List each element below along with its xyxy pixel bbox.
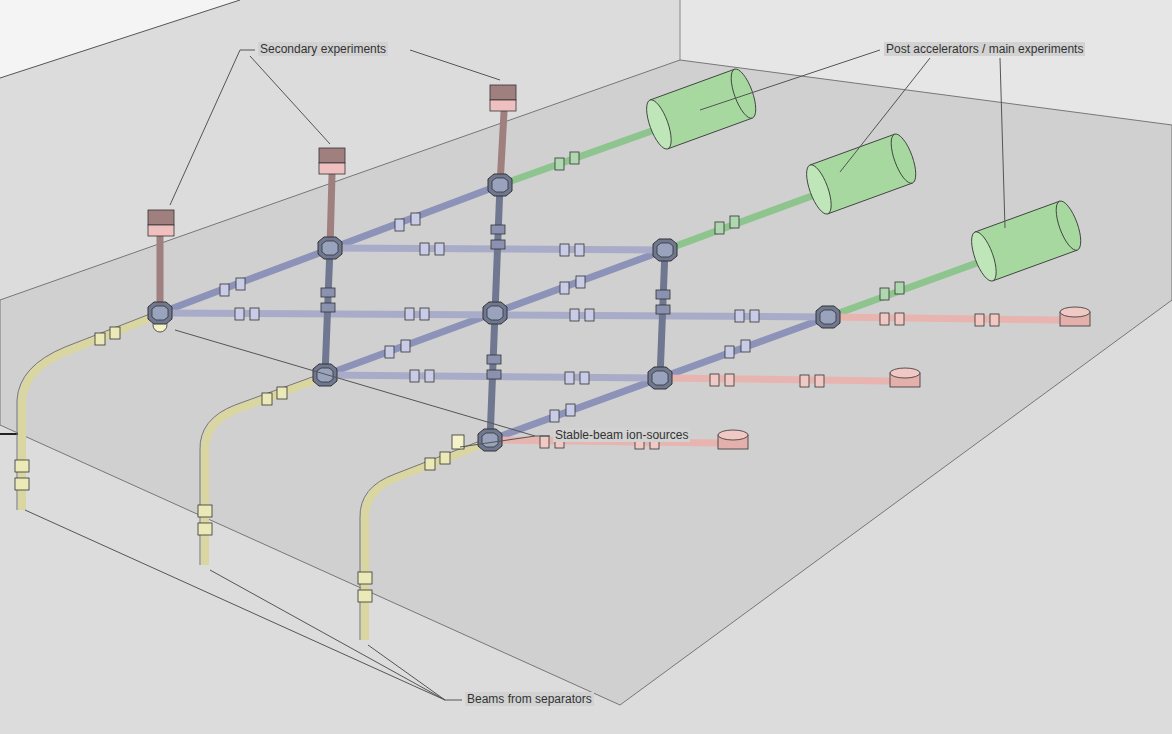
leader-lines [25, 50, 1005, 700]
callout-label: Beams from separators [465, 692, 594, 706]
callout-label: Post accelerators / main experiments [884, 42, 1085, 56]
callout-label: Secondary experiments [258, 42, 388, 56]
callout-label: Stable-beam ion-sources [553, 428, 690, 442]
